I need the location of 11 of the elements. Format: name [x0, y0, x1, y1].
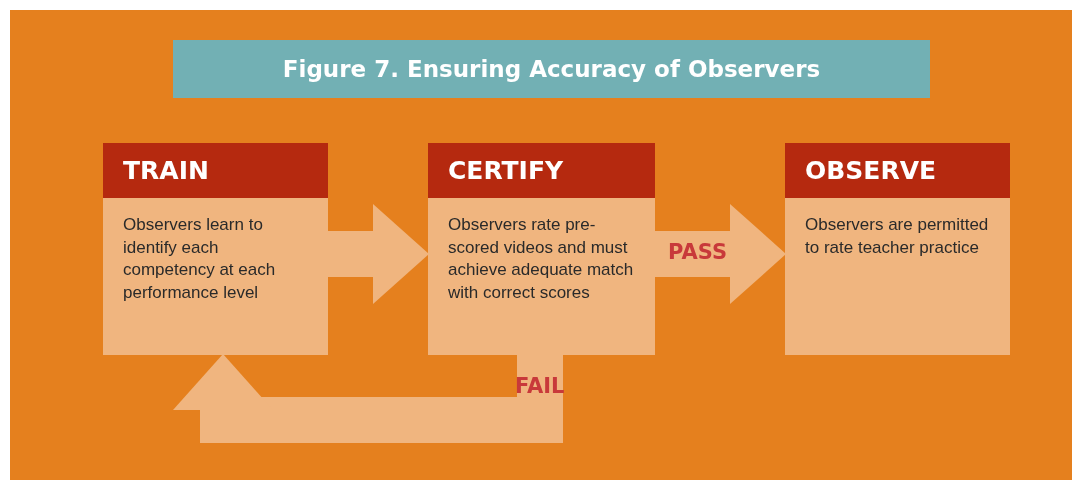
title-banner: Figure 7. Ensuring Accuracy of Observers [173, 40, 930, 98]
block-arrow [655, 204, 786, 304]
edge-label: PASS [668, 240, 728, 264]
step-heading: CERTIFY [428, 143, 655, 198]
step-heading: TRAIN [103, 143, 328, 198]
block-arrow [173, 354, 563, 443]
step-description: Observers are permitted to rate teacher practice [785, 198, 1010, 355]
block-arrow [328, 204, 429, 304]
step-description: Observers learn to identify each competency at each performance level [103, 198, 328, 355]
step-heading: OBSERVE [785, 143, 1010, 198]
step-description: Observers rate pre-scored videos and must achieve adequate match with correct scores [428, 198, 655, 355]
